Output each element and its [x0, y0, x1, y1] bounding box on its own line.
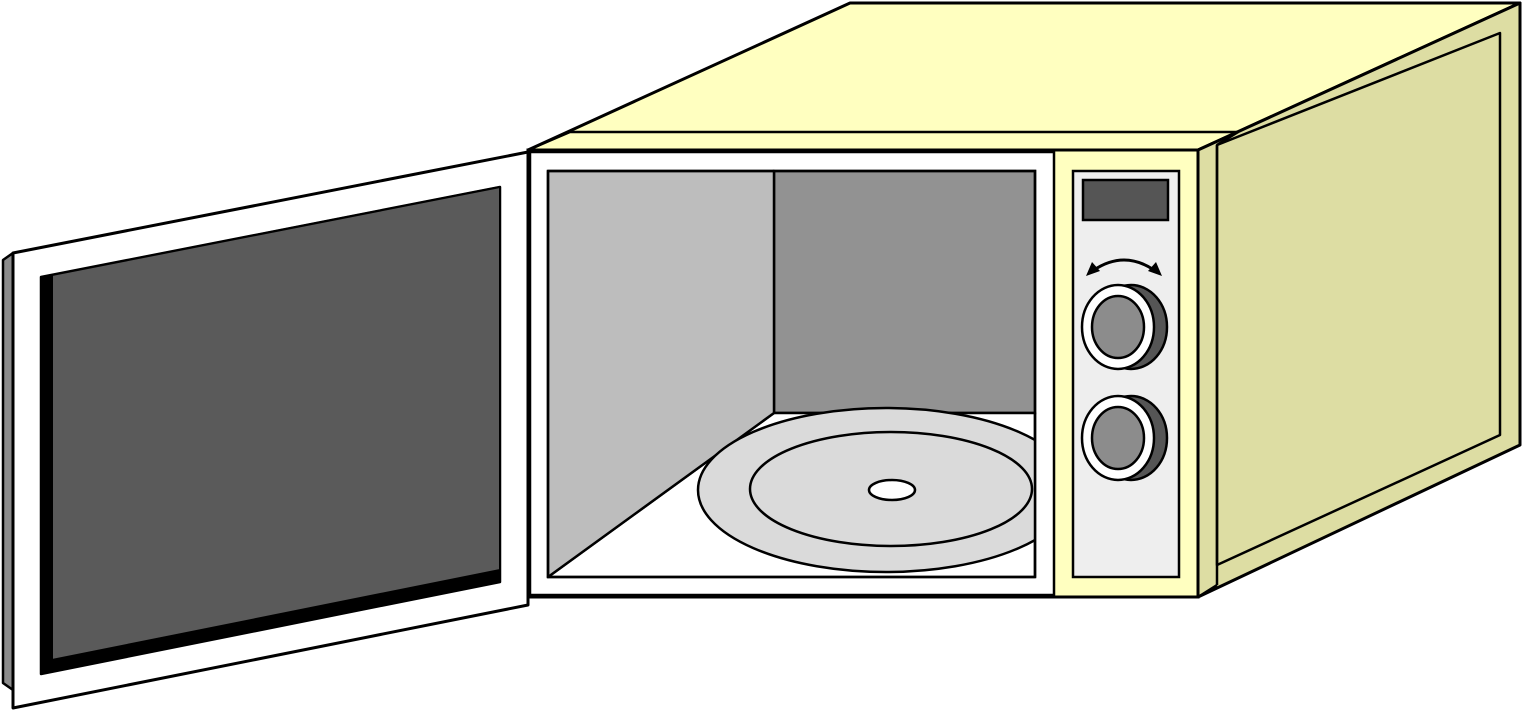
dial-knob-icon[interactable] [1080, 394, 1169, 482]
control-panel [1071, 169, 1181, 579]
cavity-outline [546, 169, 1037, 579]
control-panel-plate [1071, 169, 1181, 579]
display-panel-icon [1081, 178, 1170, 222]
oven-cavity [546, 169, 1037, 579]
rotate-arrow-icon [1086, 258, 1162, 276]
microwave-door-icon[interactable] [1, 150, 530, 710]
turntable-plate-icon [696, 406, 1035, 574]
dial-knob-icon[interactable] [1080, 283, 1169, 371]
cabinet-front-edge-bottom [1197, 583, 1218, 599]
door-window [51, 186, 501, 661]
cabinet-side-seam [1216, 130, 1239, 147]
cavity-back-wall [772, 169, 1037, 415]
